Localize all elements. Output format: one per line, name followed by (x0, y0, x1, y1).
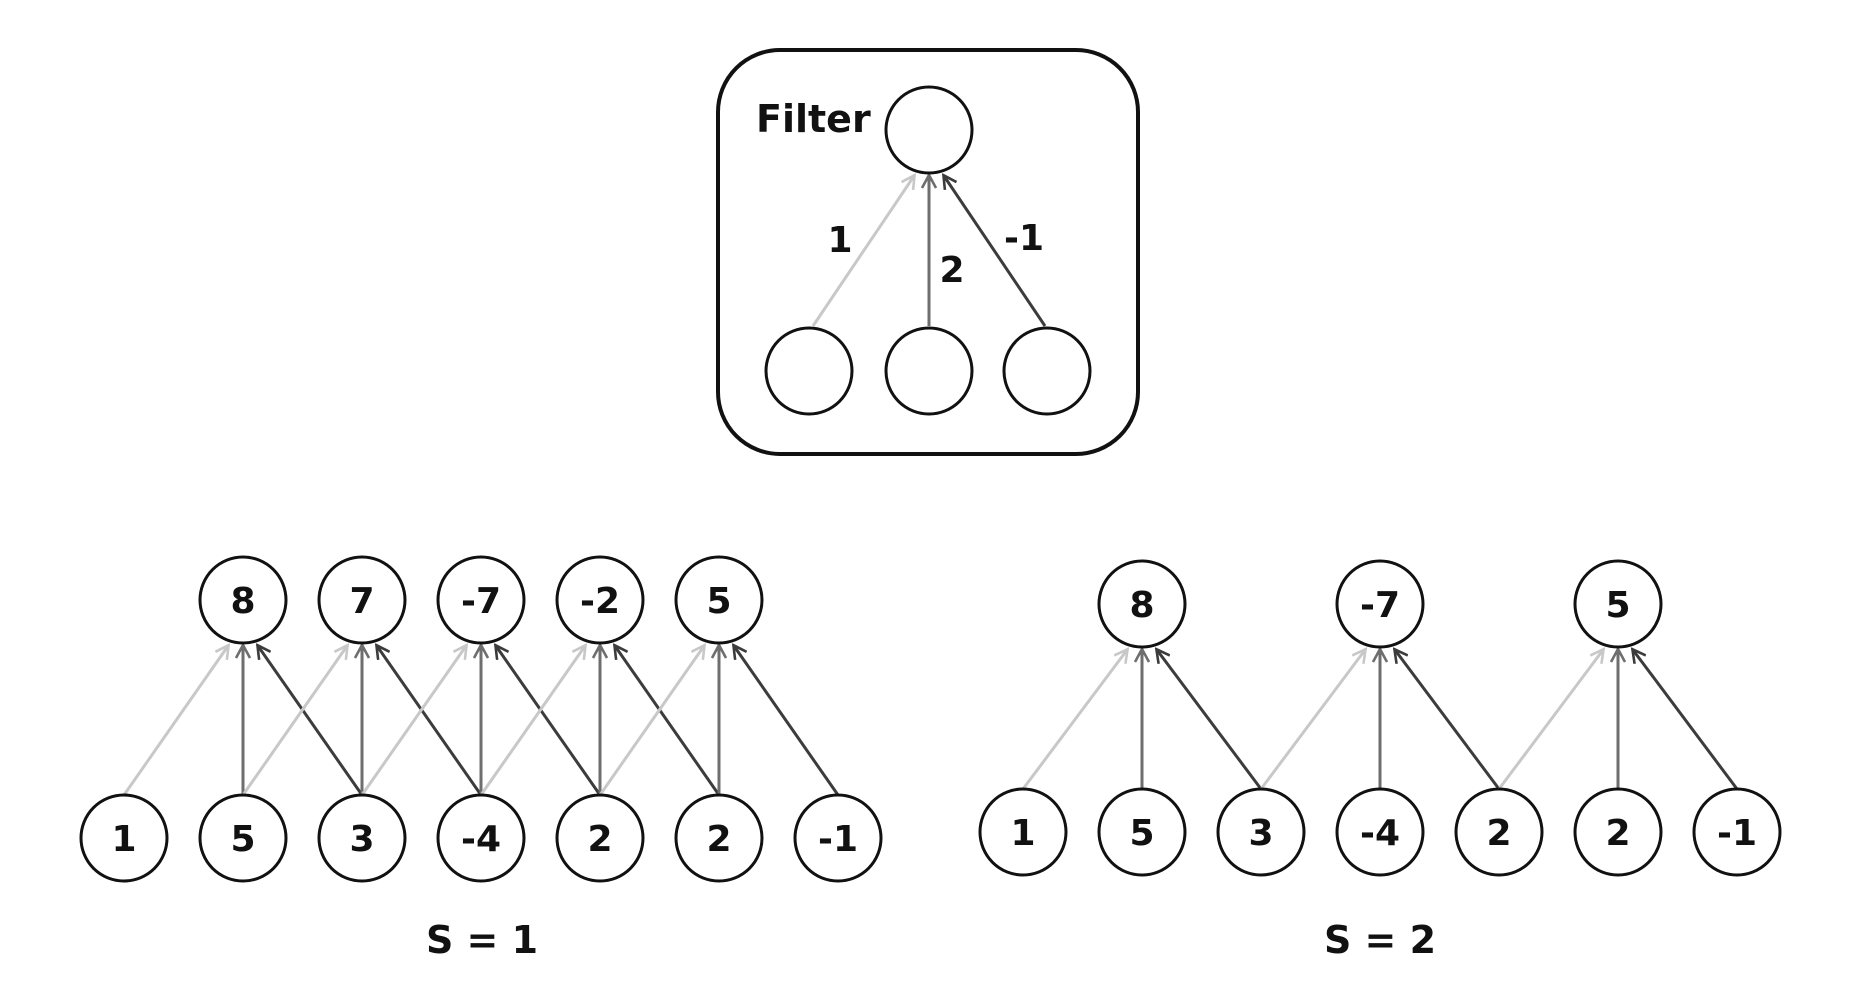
output-node-label: -7 (461, 581, 501, 622)
input-node-label: -1 (1717, 813, 1757, 854)
edge-weight-1 (1259, 650, 1365, 790)
edge-weight-1 (1021, 650, 1127, 790)
edge-weight-1 (479, 646, 585, 796)
input-node-label: -4 (1360, 813, 1400, 854)
output-node (1335, 559, 1425, 649)
stride-caption: S = 1 (426, 918, 538, 962)
filter-input-node-2 (884, 326, 974, 416)
filter-output-node (884, 85, 974, 175)
input-node (978, 787, 1068, 877)
output-node (674, 555, 764, 645)
input-node-label: 3 (1248, 813, 1273, 854)
stride-panel-2: 1 5 3 -4 2 2 -1 8 -7 5 S = 2 (978, 559, 1782, 962)
output-node (555, 555, 645, 645)
filter-weight-label-1: 1 (827, 220, 852, 261)
edge-weight-3 (1157, 650, 1263, 790)
output-node-label: -2 (580, 581, 620, 622)
edge-weight-1 (241, 646, 347, 796)
input-node (793, 793, 883, 883)
input-node-label: 2 (706, 819, 731, 860)
edge-weight-1 (122, 646, 228, 796)
filter-input-node-3 (1002, 326, 1092, 416)
filter-weight-line-1 (811, 176, 914, 327)
output-node-label: 8 (230, 581, 255, 622)
input-node (1454, 787, 1544, 877)
stride-caption: S = 2 (1324, 918, 1436, 962)
input-node (436, 793, 526, 883)
input-node-label: 3 (349, 819, 374, 860)
input-node-label: 2 (587, 819, 612, 860)
filter-title: Filter (756, 97, 871, 141)
output-node (1097, 559, 1187, 649)
edge-weight-3 (1395, 650, 1501, 790)
edge-weight-3 (734, 646, 840, 796)
input-node (198, 793, 288, 883)
input-node-label: 5 (230, 819, 255, 860)
input-node-label: 1 (111, 819, 136, 860)
filter-input-node-1 (764, 326, 854, 416)
input-node-label: -4 (461, 819, 501, 860)
edge-weight-1 (598, 646, 704, 796)
edge-weight-3 (1633, 650, 1739, 790)
input-node-label: 2 (1605, 813, 1630, 854)
input-node-label: -1 (818, 819, 858, 860)
output-node-label: 8 (1129, 585, 1154, 626)
output-node (198, 555, 288, 645)
output-node-label: -7 (1360, 585, 1400, 626)
input-node (555, 793, 645, 883)
input-node (1692, 787, 1782, 877)
edge-weight-3 (615, 646, 721, 796)
filter-weight-line-3 (944, 176, 1047, 327)
input-node-label: 2 (1486, 813, 1511, 854)
input-node (674, 793, 764, 883)
input-node (1573, 787, 1663, 877)
output-node-label: 5 (1605, 585, 1630, 626)
filter-weight-label-2: 2 (939, 250, 964, 291)
output-node (1573, 559, 1663, 649)
input-node-label: 5 (1129, 813, 1154, 854)
filter-box: Filter 1 2 -1 (716, 48, 1140, 456)
edge-weight-3 (496, 646, 602, 796)
input-node (79, 793, 169, 883)
input-node-label: 1 (1010, 813, 1035, 854)
filter-weight-label-3: -1 (1004, 218, 1044, 259)
input-node (1216, 787, 1306, 877)
stride-panels: 1 5 3 -4 2 2 -1 8 7 -7 -2 5 S = 1 1 5 3 -4 2 2 -1 8 -7 5 S = 2 (79, 555, 1782, 962)
edge-weight-3 (258, 646, 364, 796)
input-node (1097, 787, 1187, 877)
edge-weight-1 (360, 646, 466, 796)
output-node (436, 555, 526, 645)
stride-panel-1: 1 5 3 -4 2 2 -1 8 7 -7 -2 5 S = 1 (79, 555, 883, 962)
edge-weight-1 (1497, 650, 1603, 790)
edge-weight-3 (377, 646, 483, 796)
input-node (317, 793, 407, 883)
output-node-label: 7 (349, 581, 374, 622)
output-node-label: 5 (706, 581, 731, 622)
output-node (317, 555, 407, 645)
input-node (1335, 787, 1425, 877)
